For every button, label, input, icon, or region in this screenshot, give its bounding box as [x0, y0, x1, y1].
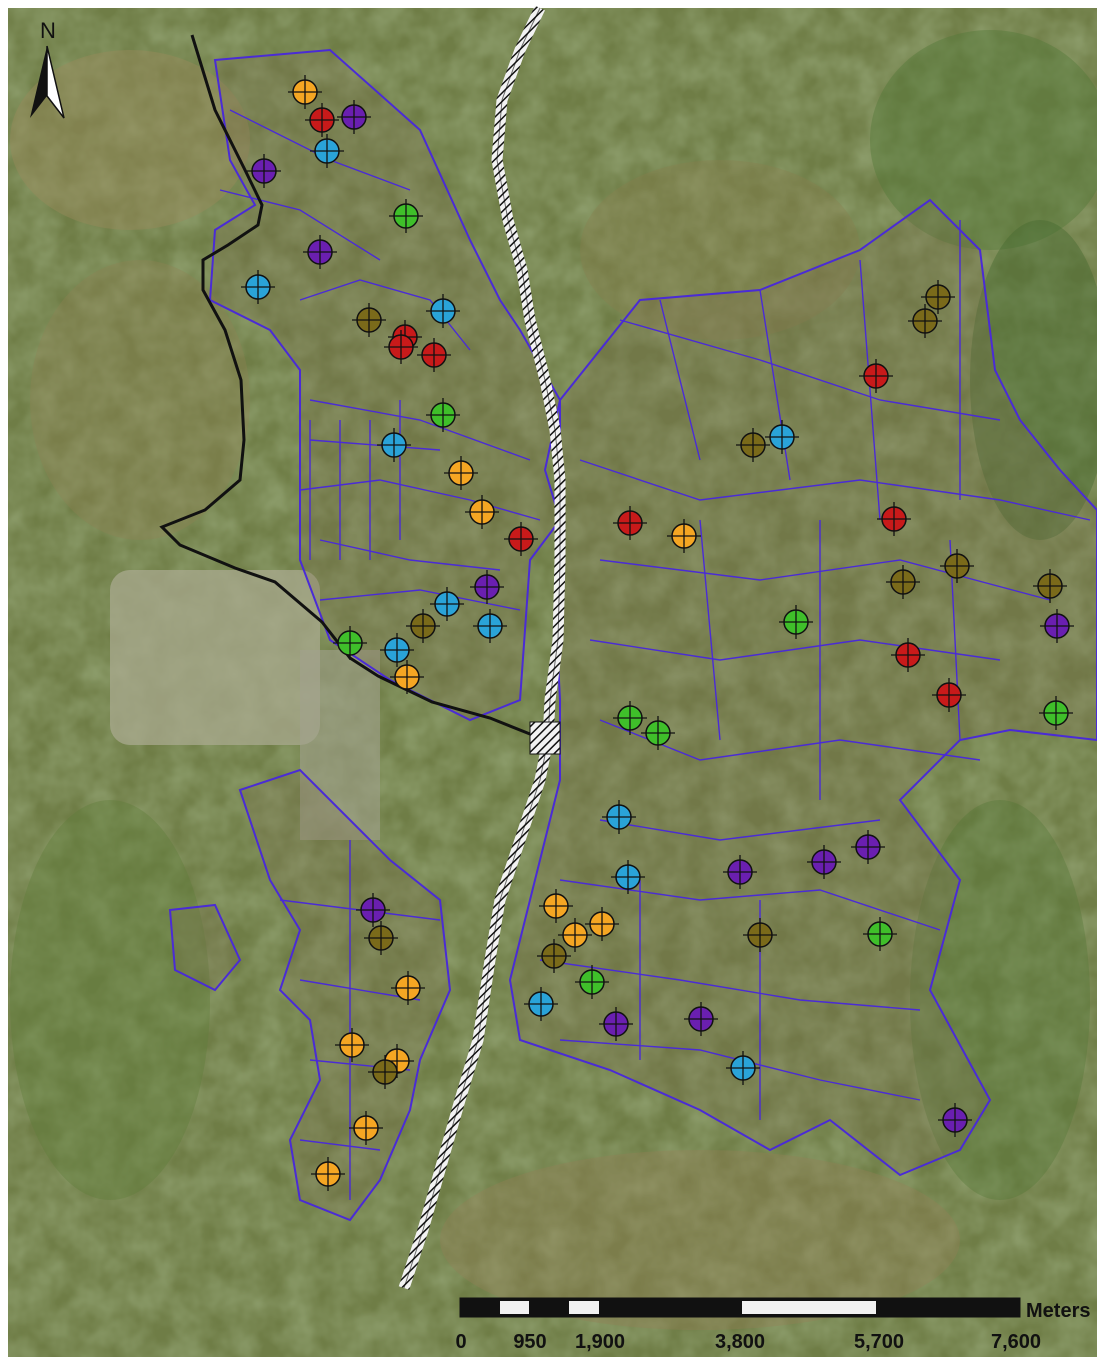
site-marker-red[interactable] [877, 502, 911, 536]
site-marker-green[interactable] [863, 917, 897, 951]
site-marker-orange[interactable] [539, 889, 573, 923]
site-marker-olive[interactable] [406, 609, 440, 643]
site-marker-purple[interactable] [303, 235, 337, 269]
scale-tick-label: 0 [455, 1331, 466, 1353]
site-marker-purple[interactable] [470, 570, 504, 604]
site-marker-olive[interactable] [364, 921, 398, 955]
parcel-region-far-west [168, 903, 242, 992]
site-marker-olive[interactable] [921, 280, 955, 314]
site-marker-green[interactable] [333, 626, 367, 660]
scale-tick-label: 5,700 [854, 1331, 904, 1353]
scale-tick-label: 950 [513, 1331, 546, 1353]
scale-segment-light [569, 1301, 599, 1314]
site-marker-cyan[interactable] [473, 609, 507, 643]
site-marker-orange[interactable] [558, 918, 592, 952]
scale-segment-light [742, 1301, 876, 1314]
site-marker-cyan[interactable] [765, 420, 799, 454]
site-marker-red[interactable] [613, 506, 647, 540]
site-marker-red[interactable] [859, 359, 893, 393]
site-marker-red[interactable] [891, 638, 925, 672]
scale-tick-label: 1,900 [575, 1331, 625, 1353]
site-marker-purple[interactable] [851, 830, 885, 864]
site-marker-orange[interactable] [311, 1157, 345, 1191]
site-marker-orange[interactable] [349, 1111, 383, 1145]
site-marker-orange[interactable] [585, 907, 619, 941]
site-marker-olive[interactable] [368, 1055, 402, 1089]
town-area [300, 650, 380, 840]
site-marker-cyan[interactable] [377, 428, 411, 462]
north-arrow-icon: N [30, 18, 65, 119]
site-marker-purple[interactable] [356, 893, 390, 927]
site-marker-orange[interactable] [288, 75, 322, 109]
site-marker-green[interactable] [426, 398, 460, 432]
site-marker-purple[interactable] [1040, 609, 1074, 643]
site-marker-cyan[interactable] [310, 134, 344, 168]
parcel-region-southwest [238, 768, 452, 1222]
site-marker-red[interactable] [504, 522, 538, 556]
site-marker-olive[interactable] [940, 549, 974, 583]
north-letter: N [40, 18, 56, 43]
site-marker-green[interactable] [575, 965, 609, 999]
site-marker-green[interactable] [389, 199, 423, 233]
site-marker-red[interactable] [417, 338, 451, 372]
site-marker-green[interactable] [779, 605, 813, 639]
scale-bar: Meters 0 950 1,900 3,800 5,700 7,600 [455, 1297, 1090, 1353]
site-marker-cyan[interactable] [380, 633, 414, 667]
site-marker-green[interactable] [641, 716, 675, 750]
parcel-region-east [508, 198, 1097, 1177]
site-marker-olive[interactable] [352, 303, 386, 337]
scale-segment-light [500, 1301, 529, 1314]
site-marker-orange[interactable] [390, 660, 424, 694]
site-marker-olive[interactable] [908, 304, 942, 338]
site-marker-olive[interactable] [537, 939, 571, 973]
site-marker-cyan[interactable] [611, 860, 645, 894]
site-marker-cyan[interactable] [430, 587, 464, 621]
site-marker-green[interactable] [613, 701, 647, 735]
site-marker-olive[interactable] [743, 918, 777, 952]
site-marker-orange[interactable] [444, 456, 478, 490]
scale-unit-label: Meters [1026, 1300, 1090, 1322]
site-marker-purple[interactable] [247, 154, 281, 188]
sample-site-markers [241, 75, 1074, 1191]
site-marker-orange[interactable] [391, 971, 425, 1005]
scale-tick-label: 3,800 [715, 1331, 765, 1353]
parcel-outlines [168, 48, 1097, 1222]
site-marker-cyan[interactable] [602, 800, 636, 834]
site-marker-orange[interactable] [667, 519, 701, 553]
site-marker-red[interactable] [384, 330, 418, 364]
highway-edge [403, 7, 561, 1289]
highway-interchange [529, 721, 561, 755]
site-marker-cyan[interactable] [726, 1051, 760, 1085]
site-marker-purple[interactable] [938, 1103, 972, 1137]
site-marker-orange[interactable] [335, 1028, 369, 1062]
site-marker-red[interactable] [305, 103, 339, 137]
urban-area [110, 570, 320, 745]
site-marker-purple[interactable] [807, 845, 841, 879]
site-marker-olive[interactable] [886, 565, 920, 599]
site-marker-purple[interactable] [723, 855, 757, 889]
site-marker-green[interactable] [1039, 696, 1073, 730]
site-marker-red[interactable] [932, 678, 966, 712]
site-marker-purple[interactable] [599, 1007, 633, 1041]
site-marker-purple[interactable] [337, 100, 371, 134]
scale-tick-label: 7,600 [991, 1331, 1041, 1353]
site-marker-olive[interactable] [1033, 569, 1067, 603]
road-west [159, 34, 541, 740]
site-marker-purple[interactable] [684, 1002, 718, 1036]
parcel-region-north [208, 48, 562, 722]
site-marker-cyan[interactable] [241, 270, 275, 304]
site-marker-orange[interactable] [465, 495, 499, 529]
site-marker-cyan[interactable] [524, 987, 558, 1021]
site-marker-olive[interactable] [736, 428, 770, 462]
site-marker-cyan[interactable] [426, 294, 460, 328]
